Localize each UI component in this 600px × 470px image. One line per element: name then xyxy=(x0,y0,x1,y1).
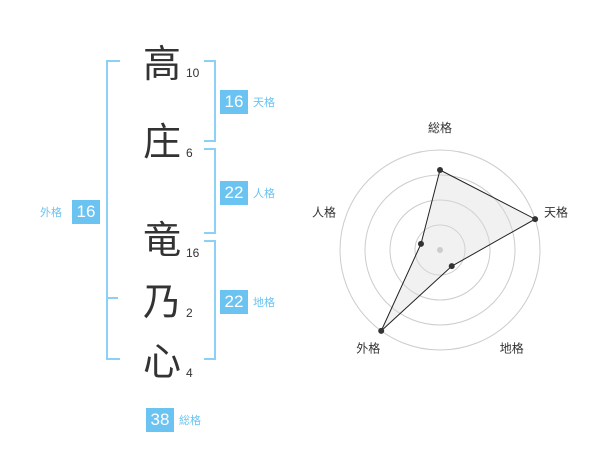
radar-value-polygon xyxy=(380,169,537,332)
jinkaku-label: 人格 xyxy=(253,187,275,200)
jinkaku-bracket xyxy=(204,148,216,234)
radar-axis-label-4: 外格 xyxy=(356,341,380,356)
tenkaku-bracket xyxy=(204,60,216,142)
radar-axis-label-2: 天格 xyxy=(544,204,568,219)
stroke-count-2: 6 xyxy=(186,146,193,160)
radar-grid-ring xyxy=(339,149,541,351)
radar-grid-ring xyxy=(414,224,466,276)
chikaku-label: 地格 xyxy=(253,296,275,309)
jinkaku-badge: 22 xyxy=(220,181,248,205)
gaikaku-bracket xyxy=(106,60,120,360)
radar-grid-ring xyxy=(364,174,516,326)
chikaku-badge: 22 xyxy=(220,290,248,314)
gaikaku-label: 外格 xyxy=(40,206,62,219)
tenkaku-label: 天格 xyxy=(253,96,275,109)
name-char-3: 竜 xyxy=(142,218,181,262)
radar-point-3 xyxy=(448,263,455,270)
stroke-count-1: 10 xyxy=(186,66,200,80)
radar-point-4 xyxy=(378,327,385,334)
radar-axis-label-3: 地格 xyxy=(500,341,524,356)
gaikaku-badge: 16 xyxy=(72,200,100,224)
stroke-count-5: 4 xyxy=(186,366,193,380)
gaikaku-bracket-tick xyxy=(106,297,118,299)
radar-grid-ring xyxy=(389,199,491,301)
radar-axis-label-1: 総格 xyxy=(428,120,452,135)
soukaku-badge: 38 xyxy=(146,408,174,432)
radar-axis-label-5: 人格 xyxy=(312,204,336,219)
chikaku-bracket xyxy=(204,240,216,360)
radar-center-dot xyxy=(437,247,443,253)
name-char-1: 高 xyxy=(142,42,181,86)
name-char-2: 庄 xyxy=(142,120,181,164)
soukaku-label: 総格 xyxy=(179,414,201,427)
name-char-4: 乃 xyxy=(142,280,181,324)
stroke-count-3: 16 xyxy=(186,246,200,260)
radar-point-5 xyxy=(417,240,424,247)
name-char-5: 心 xyxy=(142,340,181,384)
radar-point-1 xyxy=(437,167,443,173)
radar-point-2 xyxy=(532,216,539,223)
tenkaku-badge: 16 xyxy=(220,90,248,114)
stroke-count-4: 2 xyxy=(186,306,193,320)
